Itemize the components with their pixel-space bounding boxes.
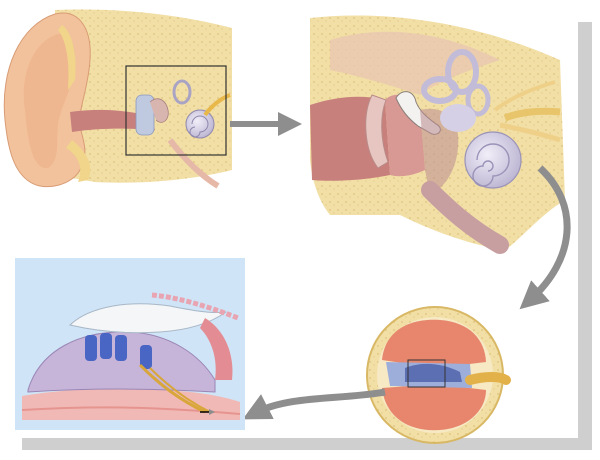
cochlea xyxy=(464,131,522,189)
supporting-cells xyxy=(27,331,216,393)
hair-cell xyxy=(100,333,112,359)
outer-ear-panel xyxy=(3,9,232,189)
frame-shadow-right xyxy=(578,22,592,450)
organ-of-corti-panel xyxy=(15,258,245,430)
hair-cell xyxy=(140,345,152,369)
hair-cell xyxy=(85,335,97,361)
cochlear-nerve xyxy=(465,372,511,385)
cochlea-small xyxy=(185,109,215,139)
tectorial-membrane xyxy=(68,303,227,334)
auditory-nerve xyxy=(503,107,561,122)
zoom-box-outer-ear xyxy=(125,65,227,156)
zoom-box-cochlea xyxy=(407,359,446,388)
semicircular-canal-1 xyxy=(445,49,479,95)
nerve-fibers xyxy=(138,363,206,414)
scala-vestibuli xyxy=(382,319,486,368)
middle-inner-ear-panel xyxy=(310,15,565,254)
hair-cell xyxy=(115,335,127,361)
scala-tympani xyxy=(382,384,486,431)
eardrum xyxy=(365,94,389,169)
arrow-to-organ-of-corti xyxy=(242,388,386,420)
arrow-to-cochlea-section xyxy=(519,165,571,310)
frame-shadow-bottom xyxy=(22,438,592,450)
cochlea-section-panel xyxy=(366,306,511,444)
ear-canal xyxy=(70,109,155,132)
semicircular-canal-2 xyxy=(421,76,459,104)
